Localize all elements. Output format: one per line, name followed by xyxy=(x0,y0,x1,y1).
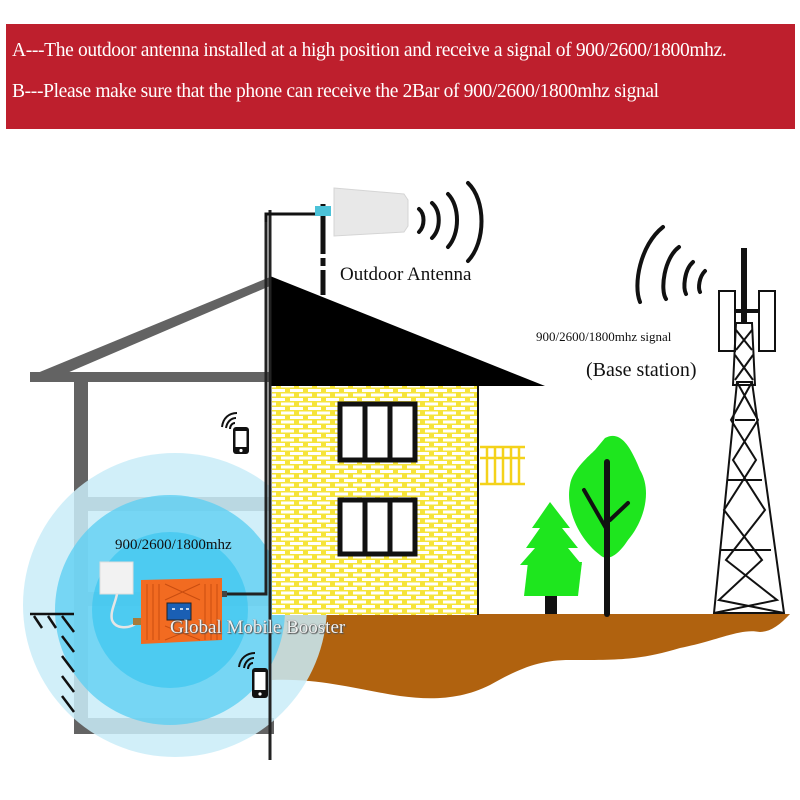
tree-icon xyxy=(569,435,647,617)
tall-building xyxy=(268,210,545,760)
smartphone-icon-lower xyxy=(238,652,268,698)
tower-signal-waves-icon xyxy=(635,225,707,304)
outdoor-antenna-icon xyxy=(264,187,409,295)
pine-tree-icon xyxy=(520,502,582,614)
smartphone-icon xyxy=(221,412,249,454)
base-station-tower-icon xyxy=(712,248,786,614)
coax-cable xyxy=(225,222,268,596)
instruction-line-b: B---Please make sure that the phone can … xyxy=(12,81,659,102)
ground xyxy=(272,614,790,699)
indoor-frequency-label: 900/2600/1800mhz xyxy=(115,537,232,553)
booster-label: Global Mobile Booster xyxy=(170,617,346,638)
instruction-banner: A---The outdoor antenna installed at a h… xyxy=(6,24,795,129)
signal-booster-icon xyxy=(141,578,227,644)
window-lower xyxy=(337,497,418,557)
instruction-line-a: A---The outdoor antenna installed at a h… xyxy=(12,40,727,61)
window-upper xyxy=(337,401,418,463)
signal-label: 900/2600/1800mhz signal xyxy=(536,329,672,344)
earth-hatch xyxy=(30,612,75,713)
base-station-label: (Base station) xyxy=(586,359,697,381)
signal-waves-icon xyxy=(417,181,484,263)
indoor-panel-antenna-icon xyxy=(99,561,143,629)
outdoor-antenna-label: Outdoor Antenna xyxy=(340,264,472,285)
balcony xyxy=(480,445,525,486)
